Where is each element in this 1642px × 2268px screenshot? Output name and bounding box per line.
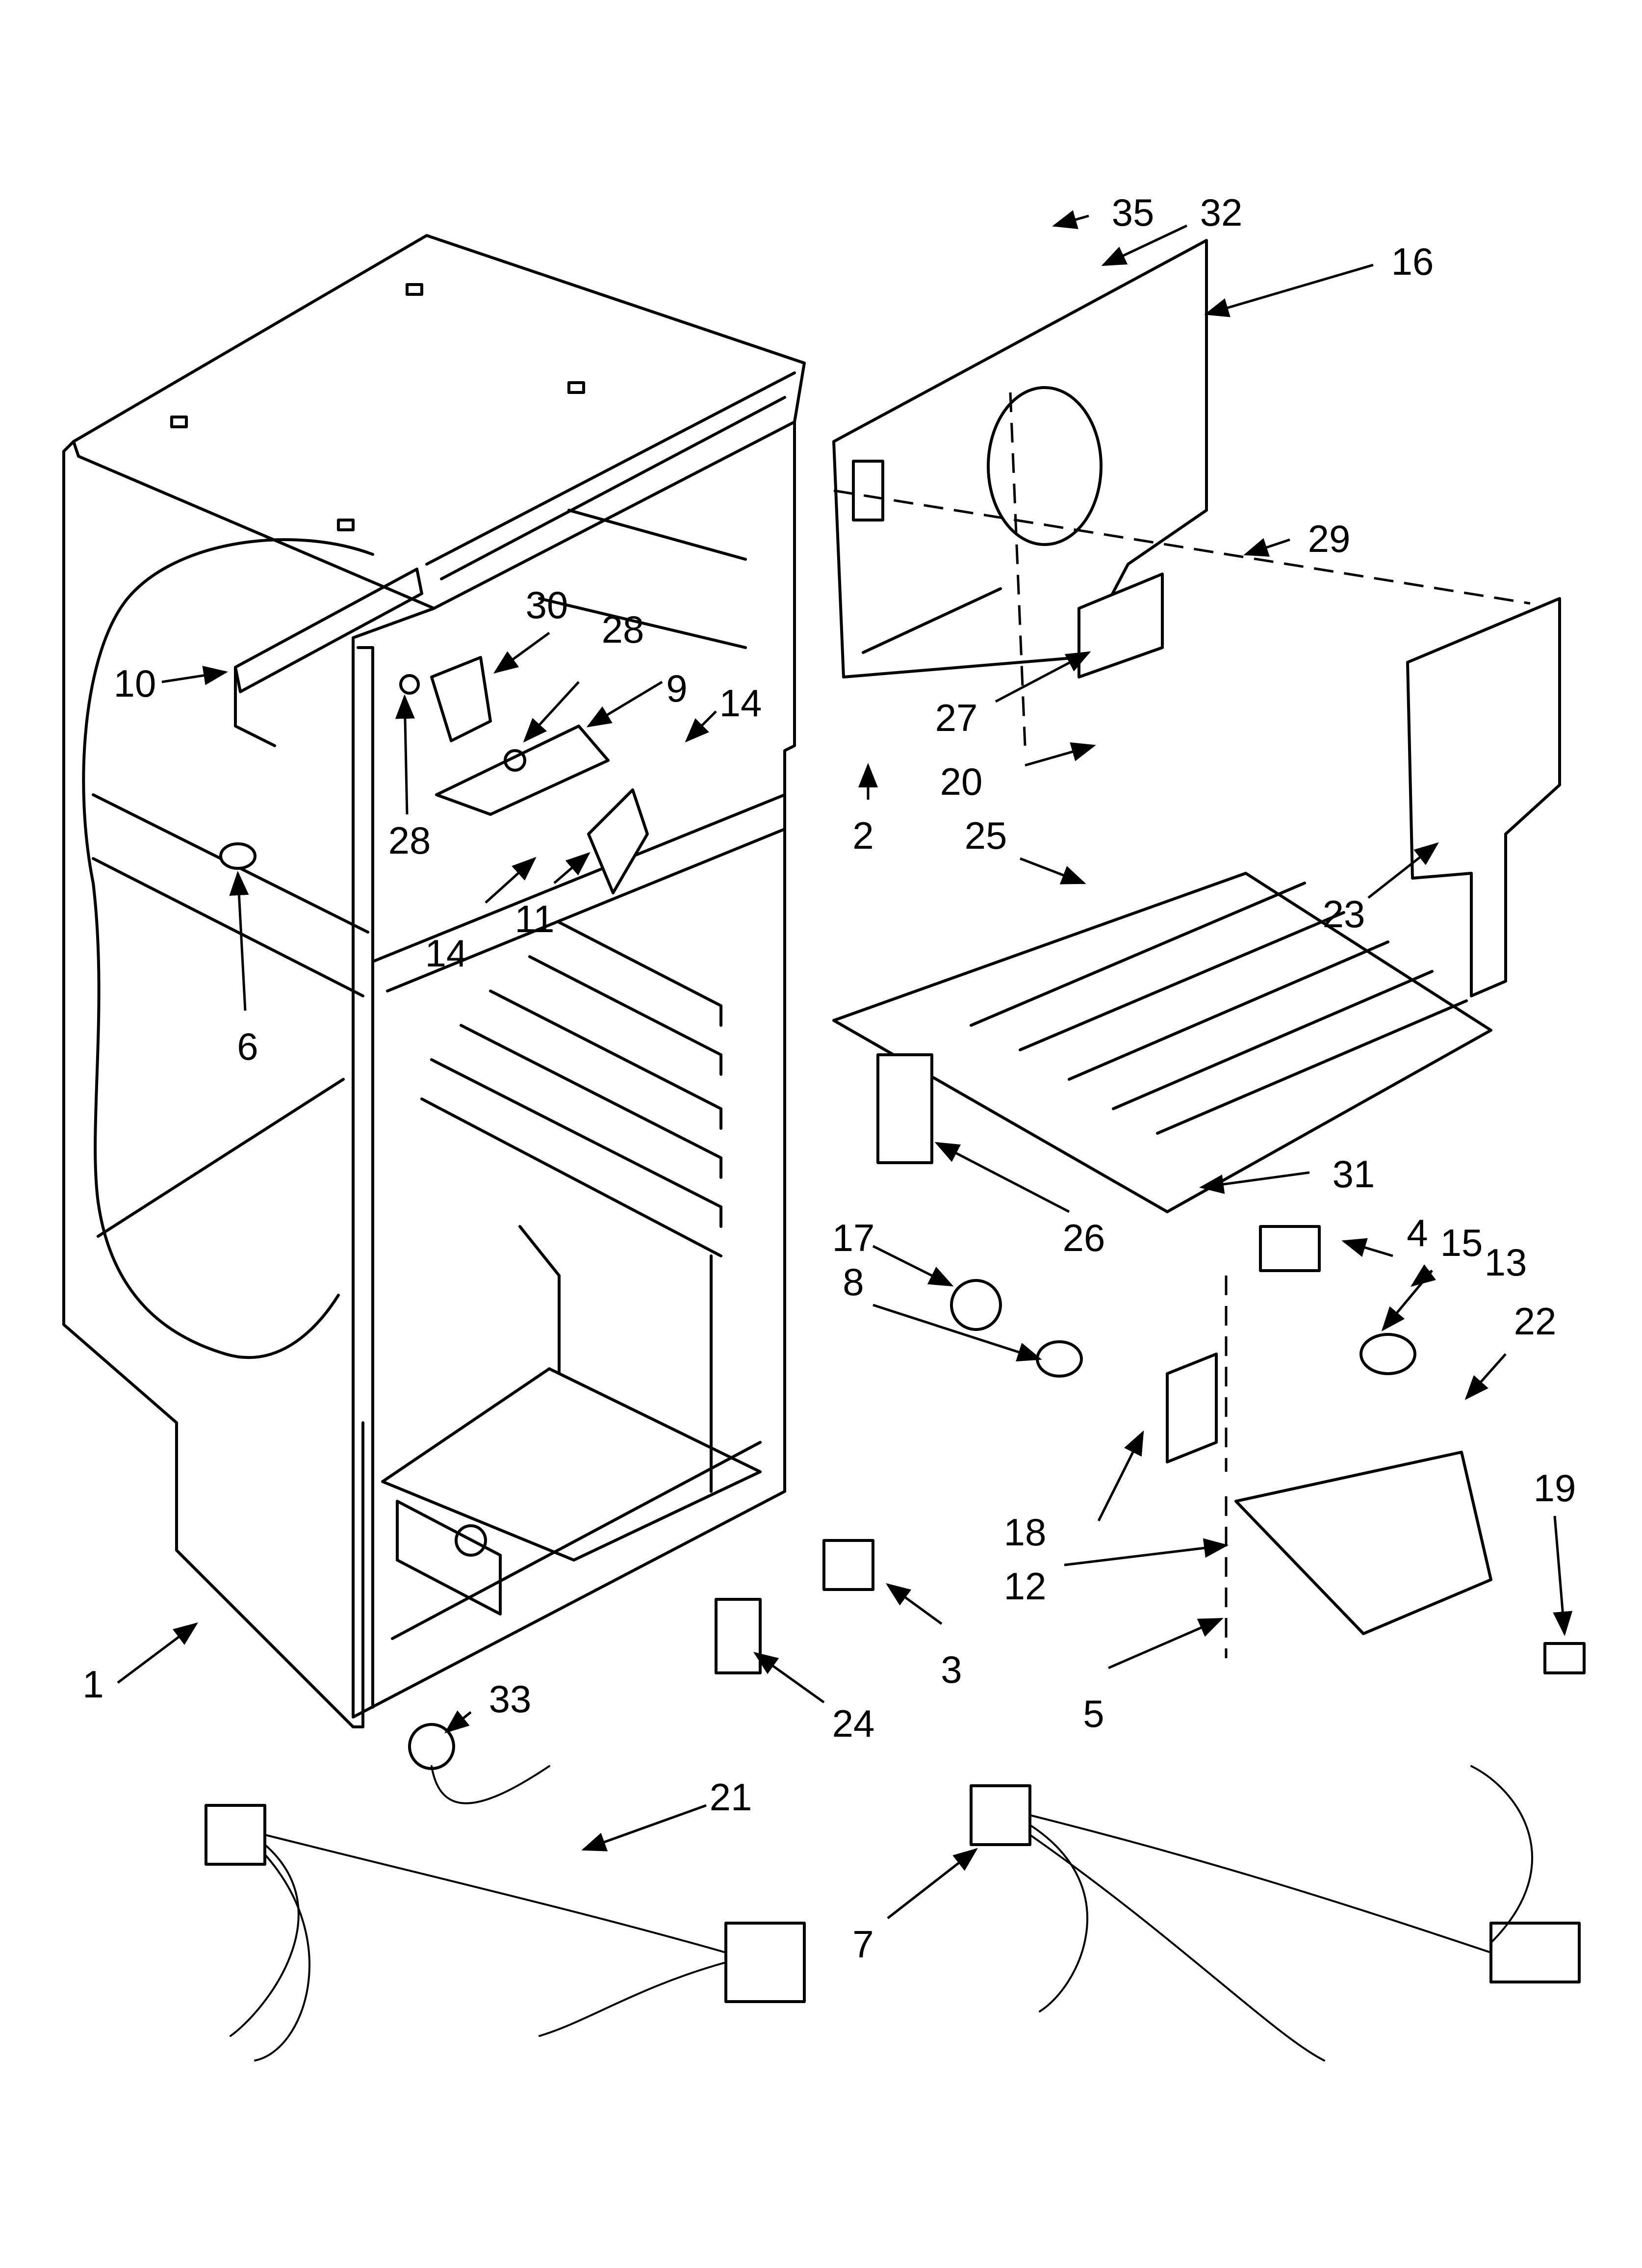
wire-connector bbox=[1543, 1642, 1586, 1674]
evaporator-cover bbox=[832, 239, 1208, 678]
thermistor bbox=[408, 1723, 550, 1804]
callout-30: 30 bbox=[526, 583, 568, 626]
callout-22: 22 bbox=[1514, 1300, 1557, 1343]
defrost-timer bbox=[1259, 1225, 1321, 1272]
wire-harness-left bbox=[205, 1804, 806, 2061]
callout-21: 21 bbox=[710, 1775, 752, 1819]
callout-3: 3 bbox=[941, 1648, 962, 1691]
callout-14-left: 14 bbox=[425, 932, 468, 975]
callout-20: 20 bbox=[940, 760, 983, 803]
callout-29: 29 bbox=[1308, 517, 1351, 560]
callout-9: 9 bbox=[666, 667, 687, 710]
callout-33: 33 bbox=[489, 1677, 532, 1721]
callout-15: 15 bbox=[1440, 1221, 1483, 1264]
light-bulb bbox=[950, 1279, 1002, 1331]
callout-25: 25 bbox=[965, 814, 1007, 857]
light-socket bbox=[1036, 1340, 1083, 1378]
overload-relay bbox=[715, 1598, 762, 1674]
callout-24: 24 bbox=[832, 1702, 875, 1745]
cabinet-liner bbox=[62, 234, 806, 1728]
callout-2: 2 bbox=[852, 814, 873, 857]
callout-26: 26 bbox=[1063, 1216, 1105, 1259]
thermostat-control bbox=[399, 656, 526, 772]
callout-8: 8 bbox=[843, 1260, 864, 1303]
control-housing bbox=[1234, 1451, 1492, 1635]
callout-27: 27 bbox=[935, 696, 978, 739]
relay-switch bbox=[822, 1539, 874, 1591]
callout-labels: 1 2 3 4 5 6 7 8 9 10 11 12 13 14 14 15 1… bbox=[82, 191, 1576, 1966]
callout-35: 35 bbox=[1112, 191, 1155, 234]
callout-28-right: 28 bbox=[602, 608, 644, 651]
callout-19: 19 bbox=[1534, 1466, 1576, 1510]
alignment-line bbox=[833, 489, 1531, 605]
freezer-shelf bbox=[832, 872, 1492, 1213]
wire-harness-right bbox=[970, 1765, 1581, 2061]
callout-12: 12 bbox=[1004, 1564, 1047, 1608]
callout-17: 17 bbox=[832, 1216, 875, 1259]
callout-7: 7 bbox=[852, 1923, 873, 1966]
light-shield bbox=[1166, 1353, 1218, 1463]
callout-32: 32 bbox=[1200, 191, 1243, 234]
callout-16: 16 bbox=[1391, 240, 1434, 283]
air-duct bbox=[1406, 597, 1561, 997]
fan-blade bbox=[587, 788, 649, 894]
callout-31: 31 bbox=[1333, 1152, 1375, 1196]
callout-4: 4 bbox=[1407, 1211, 1428, 1254]
callout-10: 10 bbox=[114, 662, 156, 705]
callout-13: 13 bbox=[1485, 1241, 1527, 1284]
evaporator-bracket bbox=[234, 568, 423, 747]
callout-14-right: 14 bbox=[719, 681, 762, 725]
damper-control bbox=[876, 1053, 933, 1164]
callout-1: 1 bbox=[82, 1663, 103, 1706]
thermostat-mount bbox=[1360, 1333, 1416, 1375]
callout-23: 23 bbox=[1323, 892, 1365, 936]
light-socket-cap bbox=[219, 842, 257, 870]
leader-lines bbox=[117, 210, 1573, 1919]
callout-11: 11 bbox=[515, 897, 555, 940]
callout-28-left: 28 bbox=[388, 819, 431, 862]
callout-6: 6 bbox=[237, 1025, 258, 1068]
callout-18: 18 bbox=[1004, 1511, 1047, 1554]
callout-5: 5 bbox=[1083, 1692, 1104, 1735]
fan-bracket bbox=[435, 725, 610, 816]
